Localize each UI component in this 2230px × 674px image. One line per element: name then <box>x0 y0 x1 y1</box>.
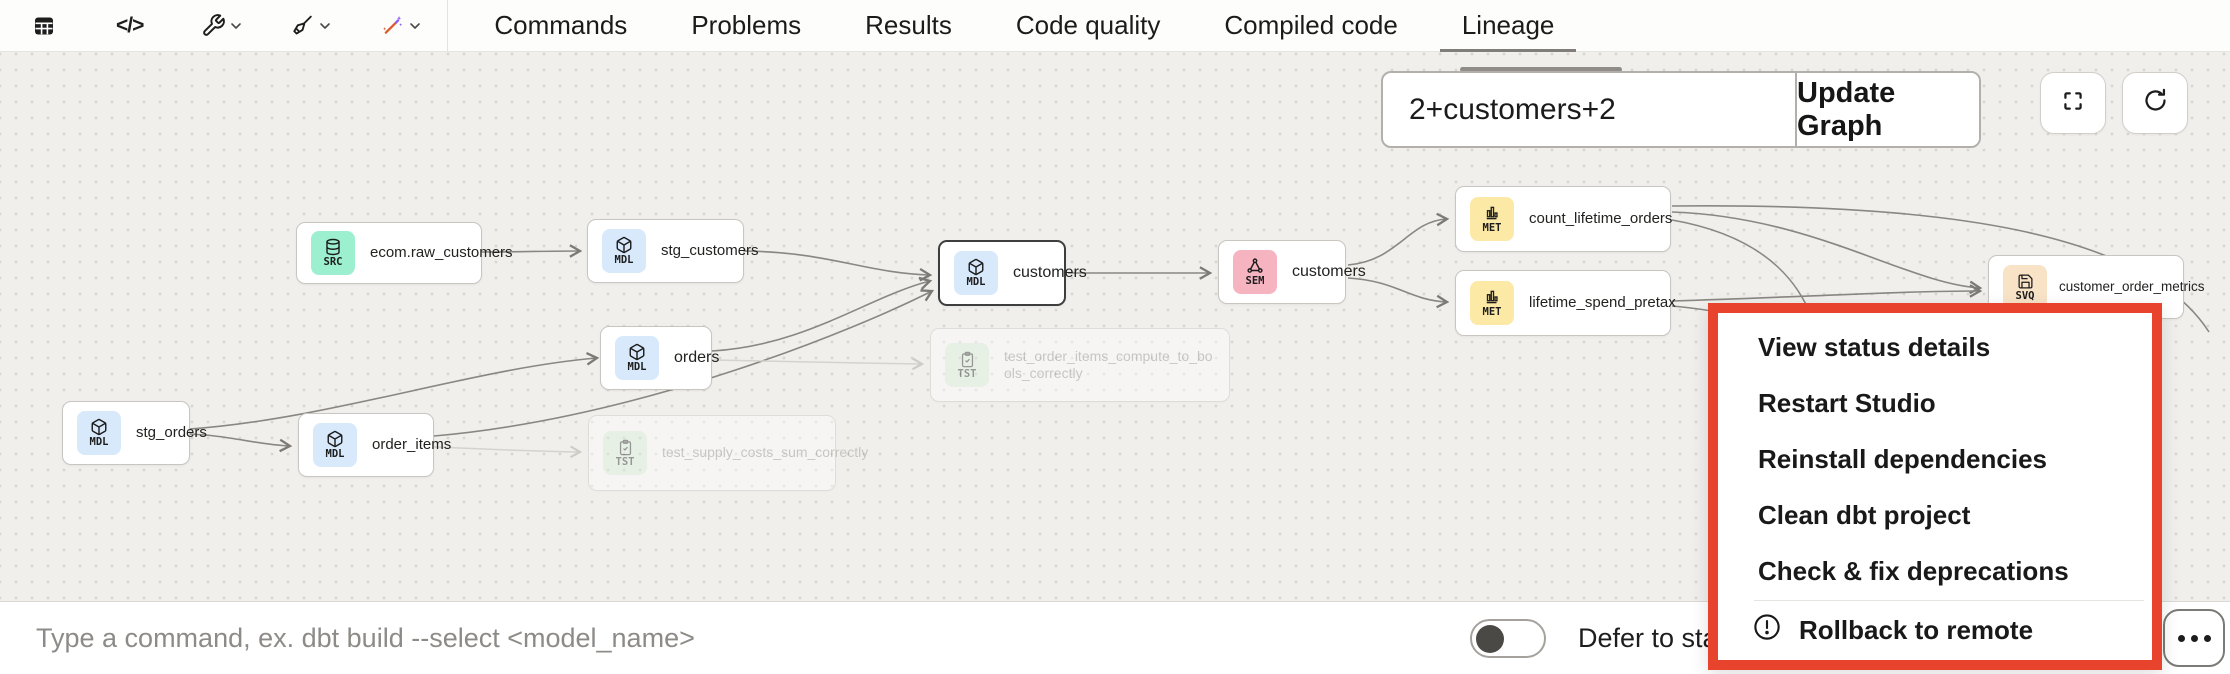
node-label: stg_orders <box>136 423 207 441</box>
defer-toggle-label: Defer to sta <box>1578 623 1718 653</box>
ai-assist-button[interactable] <box>369 4 433 48</box>
lineage-node-raw-customers[interactable]: SRC ecom.raw_customers <box>296 222 513 284</box>
node-label: lifetime_spend_pretax <box>1529 293 1676 311</box>
model-badge: MDL <box>313 423 357 467</box>
menu-item-check-fix-deprecations[interactable]: Check & fix deprecations <box>1758 555 2069 586</box>
clean-project-button[interactable] <box>280 4 343 48</box>
node-label: orders <box>674 349 720 366</box>
toolbar-icon-group: </> <box>0 4 433 48</box>
tab-compiled-code[interactable]: Compiled code <box>1224 10 1398 40</box>
menu-divider <box>1754 600 2144 601</box>
tab-commands[interactable]: Commands <box>494 10 628 40</box>
cube-icon <box>616 237 632 254</box>
database-icon <box>326 239 340 256</box>
menu-item-restart-studio[interactable]: Restart Studio <box>1758 387 1936 418</box>
node-label: customers <box>1292 263 1366 280</box>
update-graph-button[interactable]: Update Graph <box>1797 73 1979 146</box>
lineage-node-lifetime-spend-pretax[interactable]: MET lifetime_spend_pretax <box>1455 270 1676 336</box>
command-input[interactable] <box>0 602 1400 674</box>
chevron-down-icon <box>228 18 244 34</box>
fullscreen-button[interactable] <box>2040 72 2106 134</box>
lineage-node-orders[interactable]: MDL orders <box>600 326 719 390</box>
chevron-down-icon <box>407 18 423 34</box>
canvas-scroll-indicator <box>1460 67 1622 72</box>
toolbar-divider <box>447 0 449 52</box>
test-badge: TST <box>603 431 647 475</box>
semantic-badge: SEM <box>1233 250 1277 294</box>
menu-item-reinstall-dependencies[interactable]: Reinstall dependencies <box>1758 443 2047 474</box>
metric-badge: MET <box>1470 197 1514 241</box>
node-label: ecom.raw_customers <box>370 243 513 261</box>
cube-icon <box>968 259 984 276</box>
studio-context-menu: View status details Restart Studio Reins… <box>1708 303 2162 670</box>
tab-problems[interactable]: Problems <box>691 10 802 40</box>
broom-icon <box>290 13 315 38</box>
menu-item-clean-dbt-project[interactable]: Clean dbt project <box>1758 499 1971 530</box>
lineage-node-order-items[interactable]: MDL order_items <box>298 413 451 477</box>
lineage-node-test-supply-costs[interactable]: TST test_supply_costs_sum_correctly <box>588 415 868 491</box>
cube-icon <box>629 344 645 361</box>
more-options-button[interactable] <box>2163 609 2225 667</box>
defer-toggle[interactable] <box>1470 619 1546 658</box>
selector-divider <box>1795 73 1797 146</box>
panel-tabs: Commands Problems Results Code quality C… <box>494 0 1576 52</box>
table-icon <box>32 14 56 38</box>
chevron-down-icon <box>317 18 333 34</box>
model-badge: MDL <box>77 411 121 455</box>
network-icon <box>1247 258 1263 274</box>
lineage-node-stg-customers[interactable]: MDL stg_customers <box>587 219 759 283</box>
top-toolbar: </> <box>0 0 2230 52</box>
model-badge: MDL <box>954 251 998 295</box>
alert-circle-icon <box>1752 612 1782 649</box>
lineage-node-test-order-items[interactable]: TST test_order_items_compute_to_bools_co… <box>930 328 1230 402</box>
node-label: customers <box>1013 264 1087 281</box>
fullscreen-icon <box>2060 88 2086 119</box>
build-tools-button[interactable] <box>191 4 254 48</box>
wrench-icon <box>201 13 226 38</box>
node-label: order_items <box>372 435 452 453</box>
cube-icon <box>327 431 343 448</box>
code-view-button[interactable]: </> <box>106 4 153 48</box>
node-label: test_supply_costs_sum_correctly <box>662 444 869 461</box>
node-label: test_order_items_compute_to_bools_correc… <box>1004 347 1213 382</box>
clipboard-check-icon <box>619 439 631 455</box>
bar-chart-icon <box>1486 206 1498 220</box>
cube-icon <box>91 419 107 436</box>
magic-wand-icon <box>379 13 405 39</box>
bar-chart-icon <box>1486 290 1498 304</box>
model-badge: MDL <box>615 336 659 380</box>
toggle-knob <box>1476 624 1504 653</box>
metric-badge: MET <box>1470 281 1514 325</box>
lineage-node-customers-semantic[interactable]: SEM customers <box>1218 240 1366 304</box>
model-badge: MDL <box>602 229 646 273</box>
tab-lineage[interactable]: Lineage <box>1439 0 1576 52</box>
source-badge: SRC <box>311 231 355 275</box>
graph-selector-bar: Update Graph <box>1381 71 1981 148</box>
tab-code-quality[interactable]: Code quality <box>1015 10 1161 40</box>
node-label: customer_order_metrics <box>2059 278 2205 294</box>
clipboard-check-icon <box>961 351 973 367</box>
test-badge: TST <box>945 343 989 387</box>
refresh-layout-button[interactable] <box>2122 72 2188 134</box>
lineage-node-count-lifetime-orders[interactable]: MET count_lifetime_orders <box>1455 186 1673 252</box>
menu-item-rollback-to-remote[interactable]: Rollback to remote <box>1718 602 2152 658</box>
refresh-icon <box>2142 87 2169 119</box>
code-icon: </> <box>116 13 144 37</box>
node-label: count_lifetime_orders <box>1529 209 1673 227</box>
lineage-selector-input[interactable] <box>1383 73 1795 146</box>
save-icon <box>2017 274 2033 289</box>
lineage-node-stg-orders[interactable]: MDL stg_orders <box>62 401 207 465</box>
tab-results[interactable]: Results <box>865 10 952 40</box>
menu-item-view-status-details[interactable]: View status details <box>1758 331 1991 362</box>
node-label: stg_customers <box>661 241 759 259</box>
lineage-node-customers-model[interactable]: MDL customers <box>938 240 1087 306</box>
table-view-button[interactable] <box>22 4 66 48</box>
ellipsis-icon <box>2177 634 2185 642</box>
